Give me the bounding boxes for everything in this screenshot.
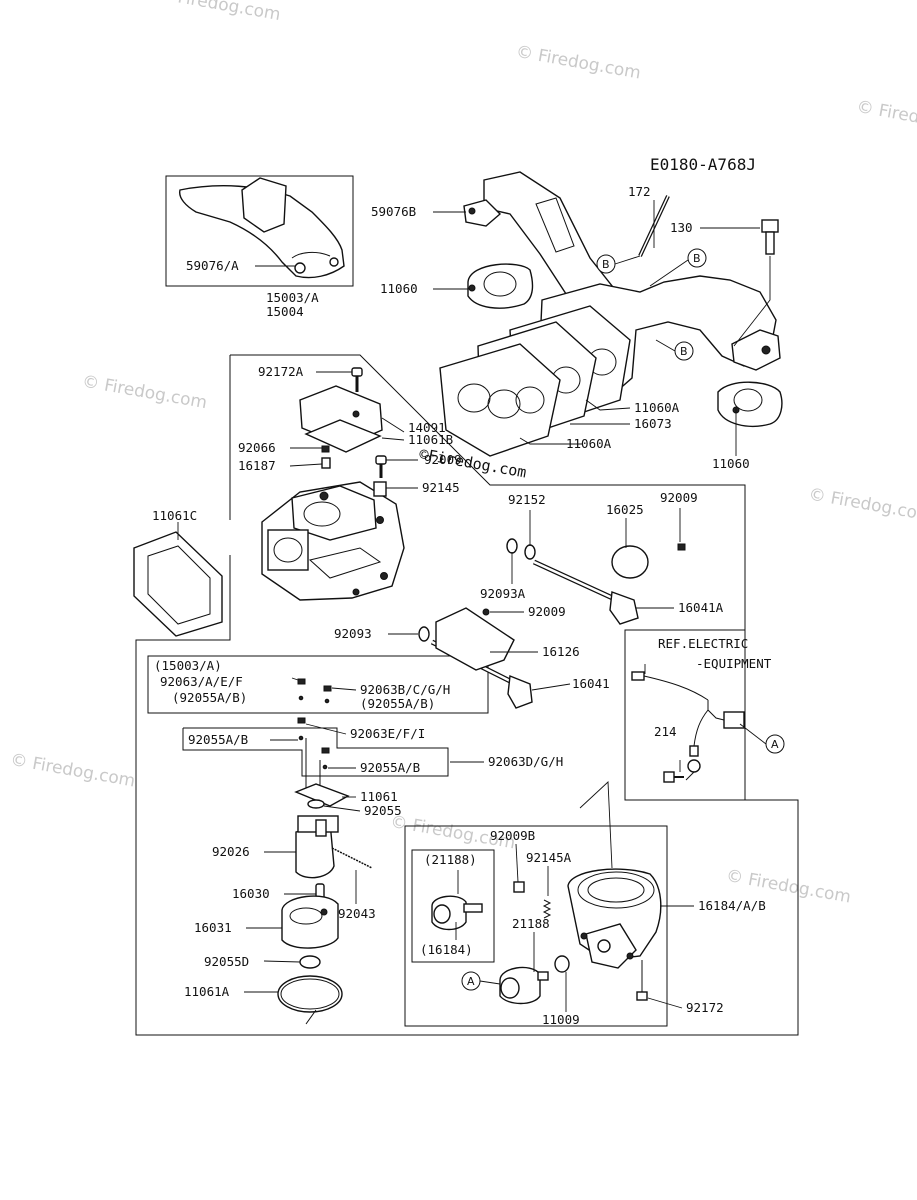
label-11060-right: 11060 [712,456,750,471]
label-ref-equipment: -EQUIPMENT [696,656,772,671]
label-11060a-2: 11060A [566,436,612,451]
label-92093a: 92093A [480,586,526,601]
label-16187: 16187 [238,458,276,473]
label-92172: 92172 [686,1000,724,1015]
label-92043: 92043 [338,906,376,921]
callout-b-3-label: B [680,345,688,358]
label-59076a: 59076/A [186,258,239,273]
label-16041: 16041 [572,676,610,691]
label-16073: 16073 [634,416,672,431]
watermark: © Firedog.com [807,484,917,526]
label-59076b: 59076B [371,204,416,219]
box1-title: (15003/A) [154,658,222,673]
label-11060-left: 11060 [380,281,418,296]
carburetor-body [261,367,405,601]
label-16025: 16025 [606,502,644,517]
box-throttle-body [404,825,668,1027]
box1-92055ab-left: (92055A/B) [172,690,247,705]
label-11061: 11061 [360,789,398,804]
box-21188 [411,849,495,963]
label-16041a: 16041A [678,600,724,615]
throttle-body-16184 [431,868,662,1005]
choke-shaft [418,607,533,709]
callout-a-1-label: A [771,738,779,751]
gasket-11061c [133,531,223,637]
label-11060a-1: 11060A [634,400,680,415]
label-92055: 92055 [364,803,402,818]
gasket-11060-left [467,263,534,309]
label-92026: 92026 [212,844,250,859]
box-92055ab [182,727,449,777]
label-11061a: 11061A [184,984,230,999]
label-172: 172 [628,184,651,199]
label-130: 130 [670,220,693,235]
label-214: 214 [654,724,677,739]
label-92055d: 92055D [204,954,249,969]
frames [135,175,799,1036]
electric-harness [631,671,745,783]
watermark-center: ©Firedog.com [418,445,528,482]
watermark: © Firedog.com [855,97,917,139]
box-15003a [147,655,489,714]
throttle-shaft [506,538,686,625]
label-11061b: 11061B [408,432,453,447]
label-16030: 16030 [232,886,270,901]
diagram-code: E0180-A768J [650,155,756,174]
label-16126: 16126 [542,644,580,659]
callout-b-2 [687,248,707,268]
manifold-59076a [179,177,345,279]
label-11009: 11009 [542,1012,580,1027]
label-92066: 92066 [238,440,276,455]
label-21188-paren: (21188) [424,852,477,867]
label-16031: 16031 [194,920,232,935]
callouts: B B B A A [461,248,785,991]
gasket-11060-right [717,381,783,428]
label-92009-mid: 92009 [424,452,462,467]
label-92055ab-2: 92055A/B [360,760,420,775]
label-92009-r: 92009 [660,490,698,505]
box-markers [297,678,332,770]
watermark: © Firedog.com [154,0,282,25]
watermark: © Firedog.com [81,372,209,414]
label-21188: 21188 [512,916,550,931]
inset-box-manifold [165,175,354,287]
watermark: © Firedog.com [514,42,642,84]
label-11061c: 11061C [152,508,197,523]
label-15004: 15004 [266,304,304,319]
box1-92063bcgh: 92063B/C/G/H [360,682,450,697]
watermark: © Firedog.com [9,750,137,792]
label-92009-2: 92009 [528,604,566,619]
callout-b-1-label: B [602,258,610,271]
box1-92063aef: 92063/A/E/F [160,674,243,689]
callout-a-2-label: A [467,975,475,988]
label-92152: 92152 [508,492,546,507]
label-92172a: 92172A [258,364,304,379]
label-ref-electric: REF.ELECTRIC [658,636,748,651]
label-92145: 92145 [422,480,460,495]
label-92063dgh: 92063D/G/H [488,754,563,769]
leader-lines [177,200,771,1012]
main-frame [135,354,799,1036]
label-92145a: 92145A [526,850,572,865]
label-15003a: 15003/A [266,290,319,305]
label-14091: 14091 [408,420,446,435]
callout-b-2-label: B [693,252,701,265]
gasket-stack [439,305,631,457]
label-92055ab: 92055A/B [188,732,248,747]
label-16184-paren: (16184) [420,942,473,957]
box1-92055ab-right: (92055A/B) [360,696,435,711]
label-92093: 92093 [334,626,372,641]
electric-ref-box [624,629,745,801]
label-16184ab: 16184/A/B [698,898,766,913]
label-92009b: 92009B [490,828,535,843]
label-92063efi: 92063E/F/I [350,726,425,741]
float-bowl-assembly [277,738,373,1025]
